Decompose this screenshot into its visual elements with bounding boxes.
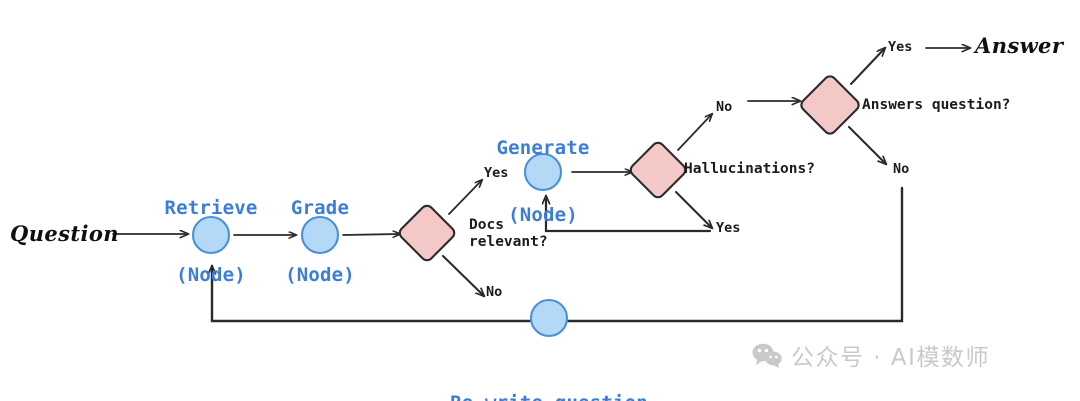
node-label-retrieve-title: Retrieve bbox=[164, 196, 258, 219]
node-label-retrieve: Retrieve (Node) bbox=[141, 152, 281, 331]
edge-label-docs-relevant-no: No bbox=[486, 284, 503, 300]
node-label-grade: Grade (Node) bbox=[255, 152, 385, 331]
edge-docs-relevant-no bbox=[441, 254, 484, 296]
edge-answers-question-yes bbox=[849, 48, 885, 86]
edge-docs-relevant-yes bbox=[448, 180, 482, 215]
node-shapes bbox=[191, 152, 569, 338]
node-label-generate-title: Generate bbox=[496, 136, 590, 159]
watermark: 公众号 · AI模数师 bbox=[752, 338, 990, 372]
node-label-grade-sub: (Node) bbox=[285, 264, 355, 287]
edge-hallucinations-no bbox=[677, 114, 712, 151]
node-label-generate: Generate (Node) bbox=[463, 92, 623, 271]
decision-shapes bbox=[397, 74, 861, 262]
decision-docs-relevant-diamond[interactable] bbox=[397, 203, 456, 262]
terminal-answer: Answer bbox=[975, 33, 1064, 58]
edge-hallucinations-yes-loop bbox=[546, 196, 712, 233]
node-retrieve-circle[interactable] bbox=[191, 215, 231, 255]
node-grade-circle[interactable] bbox=[300, 215, 340, 255]
node-label-rewrite-question: Re-write question (Node) bbox=[419, 347, 679, 401]
edge-label-answers-question-yes: Yes bbox=[888, 39, 913, 55]
edge-label-answers-question-no: No bbox=[893, 161, 910, 177]
watermark-text: 公众号 · AI模数师 bbox=[791, 345, 990, 371]
node-label-rewrite-question-title: Re-write question bbox=[419, 392, 679, 401]
edge-label-hallucinations-no: No bbox=[716, 99, 733, 115]
terminal-question: Question bbox=[10, 221, 119, 246]
edge-label-docs-relevant-yes: Yes bbox=[484, 165, 509, 181]
edge-answers-question-no bbox=[847, 125, 886, 164]
edge-hallucinations-yes bbox=[674, 190, 712, 228]
node-rewrite-question-circle[interactable] bbox=[529, 298, 569, 338]
decision-label-docs-relevant: Docs relevant? bbox=[469, 217, 548, 251]
decision-label-answers-question: Answers question? bbox=[862, 97, 1011, 113]
node-generate-circle[interactable] bbox=[523, 152, 563, 192]
decision-hallucinations-diamond[interactable] bbox=[628, 140, 687, 199]
node-label-retrieve-sub: (Node) bbox=[176, 264, 246, 287]
decision-label-hallucinations: Hallucinations? bbox=[684, 161, 815, 177]
node-label-grade-title: Grade bbox=[290, 196, 350, 219]
node-label-generate-sub: (Node) bbox=[508, 204, 578, 227]
decision-answers-question-diamond[interactable] bbox=[799, 74, 861, 136]
edge-label-hallucinations-yes: Yes bbox=[716, 220, 741, 236]
edge-grade-to-docs-relevant bbox=[342, 234, 400, 235]
wechat-icon bbox=[752, 343, 782, 368]
